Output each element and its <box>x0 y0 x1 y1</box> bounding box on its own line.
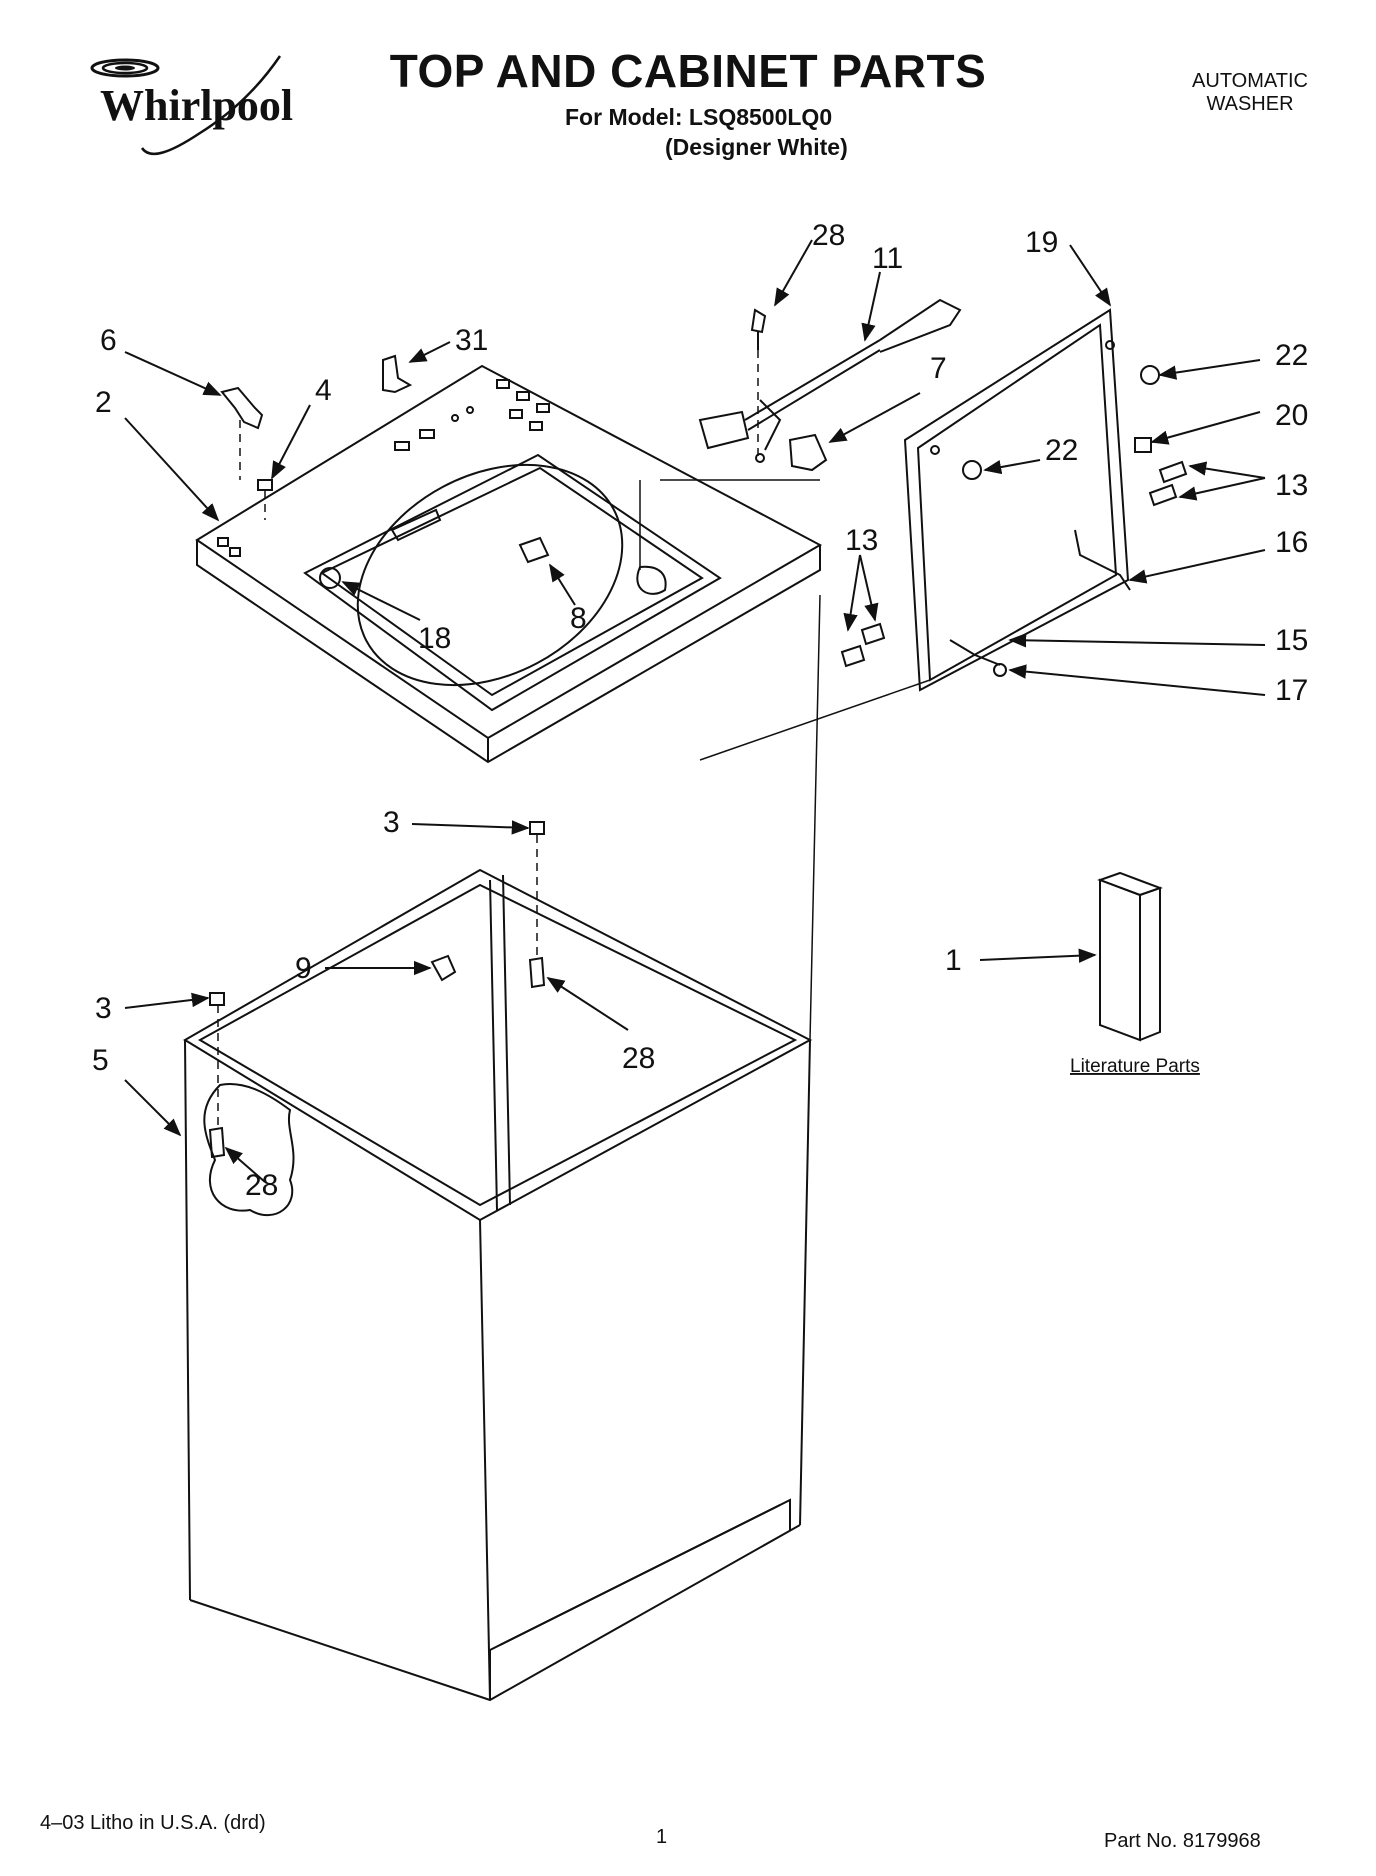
lid-rod-15 <box>949 639 1001 666</box>
lid-rod-16 <box>1074 529 1131 591</box>
cabinet <box>183 868 813 1702</box>
callout-16: 16 <box>1275 526 1308 559</box>
callout-13b: 13 <box>845 524 878 557</box>
callout-4: 4 <box>315 374 332 407</box>
callout-13a: 13 <box>1275 469 1308 502</box>
literature-booklet <box>1099 878 1141 1042</box>
callout-28c: 28 <box>245 1169 278 1202</box>
screw-9 <box>430 954 457 982</box>
pin-13b <box>1148 483 1178 507</box>
callout-17: 17 <box>1275 674 1308 707</box>
callout-7: 7 <box>930 352 947 385</box>
footer-litho: 4–03 Litho in U.S.A. (drd) <box>40 1812 266 1834</box>
screw-13d <box>840 644 866 668</box>
brand-name: Whirlpool <box>100 81 294 130</box>
hinge-screw <box>518 536 550 564</box>
pin-13a <box>1158 460 1188 484</box>
lid-stop-20 <box>1134 437 1152 453</box>
lid-frame <box>903 308 1130 692</box>
clip-3a <box>529 821 545 835</box>
clip-3b <box>209 992 225 1006</box>
hinge-bracket <box>220 386 264 430</box>
nut-17 <box>993 663 1007 677</box>
brand-logo: Whirlpool <box>80 48 310 168</box>
model-color: (Designer White) <box>665 134 848 160</box>
callout-11: 11 <box>872 242 903 275</box>
callout-1: 1 <box>945 944 962 977</box>
callout-28a: 28 <box>812 219 845 252</box>
screw-13c <box>860 622 886 646</box>
lid-switch-assembly <box>698 298 962 463</box>
bushing <box>319 567 341 589</box>
clip-31 <box>382 354 413 394</box>
model-number: For Model: LSQ8500LQ0 <box>565 104 833 130</box>
callout-2: 2 <box>95 386 112 419</box>
lid-actuator <box>788 433 828 472</box>
screw-28b <box>528 956 546 989</box>
literature-parts-label: Literature Parts <box>1070 1056 1200 1077</box>
callout-31: 31 <box>455 324 488 357</box>
callout-22a: 22 <box>1275 339 1308 372</box>
callout-22b: 22 <box>1045 434 1078 467</box>
product-type-line1: AUTOMATIC <box>1192 70 1308 92</box>
bumper-22a <box>1140 365 1160 385</box>
screw-28c <box>208 1126 226 1159</box>
callout-5: 5 <box>92 1044 109 1077</box>
page-number: 1 <box>656 1826 668 1848</box>
callout-28b: 28 <box>622 1042 655 1075</box>
part-number: Part No. 8179968 <box>1104 1830 1261 1852</box>
clip <box>257 479 273 491</box>
callout-6: 6 <box>100 324 117 357</box>
page-title: TOP AND CABINET PARTS <box>389 45 987 97</box>
callout-8: 8 <box>570 602 587 635</box>
bumper-22b <box>962 460 982 480</box>
callout-19: 19 <box>1025 226 1058 259</box>
callout-3b: 3 <box>95 992 112 1025</box>
product-type: AUTOMATIC WASHER <box>1170 70 1330 116</box>
callout-3a: 3 <box>383 806 400 839</box>
callout-15: 15 <box>1275 624 1308 657</box>
whirlpool-swirl-icon <box>90 55 282 156</box>
product-type-line2: WASHER <box>1206 93 1294 115</box>
callout-9: 9 <box>295 952 312 985</box>
top-panel <box>195 364 823 764</box>
callout-18: 18 <box>418 622 451 655</box>
callout-20: 20 <box>1275 399 1308 432</box>
